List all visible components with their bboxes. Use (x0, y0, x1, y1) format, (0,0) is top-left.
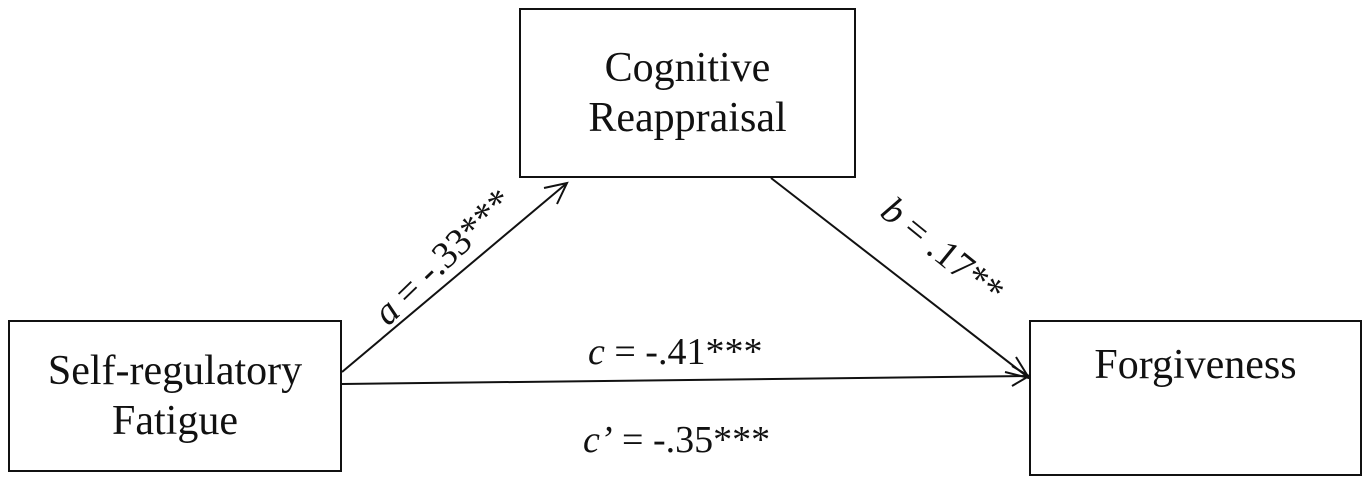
arrow-a-line (341, 182, 568, 373)
mediator-box: Cognitive Reappraisal (519, 8, 856, 178)
path-c-coefficient: = -.41*** (604, 331, 763, 373)
arrow-a-head (543, 181, 569, 205)
path-c-prime-symbol: c’ (583, 419, 613, 461)
predictor-label-line2: Fatigue (112, 398, 238, 444)
mediator-label-line1: Cognitive (604, 44, 771, 91)
arrow-b-line (770, 177, 1030, 379)
outcome-label: Forgiveness (1094, 342, 1297, 388)
mediator-label-line2: Reappraisal (588, 95, 787, 141)
path-c-label: c = -.41*** (588, 333, 762, 371)
predictor-label-line1: Self-regulatory (47, 347, 303, 394)
outcome-box: Forgiveness (1029, 320, 1362, 476)
path-c-symbol: c (588, 331, 605, 373)
path-c-prime-coefficient: = -.35*** (612, 419, 771, 461)
path-c-prime-label: c’ = -.35*** (583, 421, 770, 459)
arrow-c-line (341, 375, 1030, 385)
predictor-box: Self-regulatory Fatigue (8, 320, 342, 472)
